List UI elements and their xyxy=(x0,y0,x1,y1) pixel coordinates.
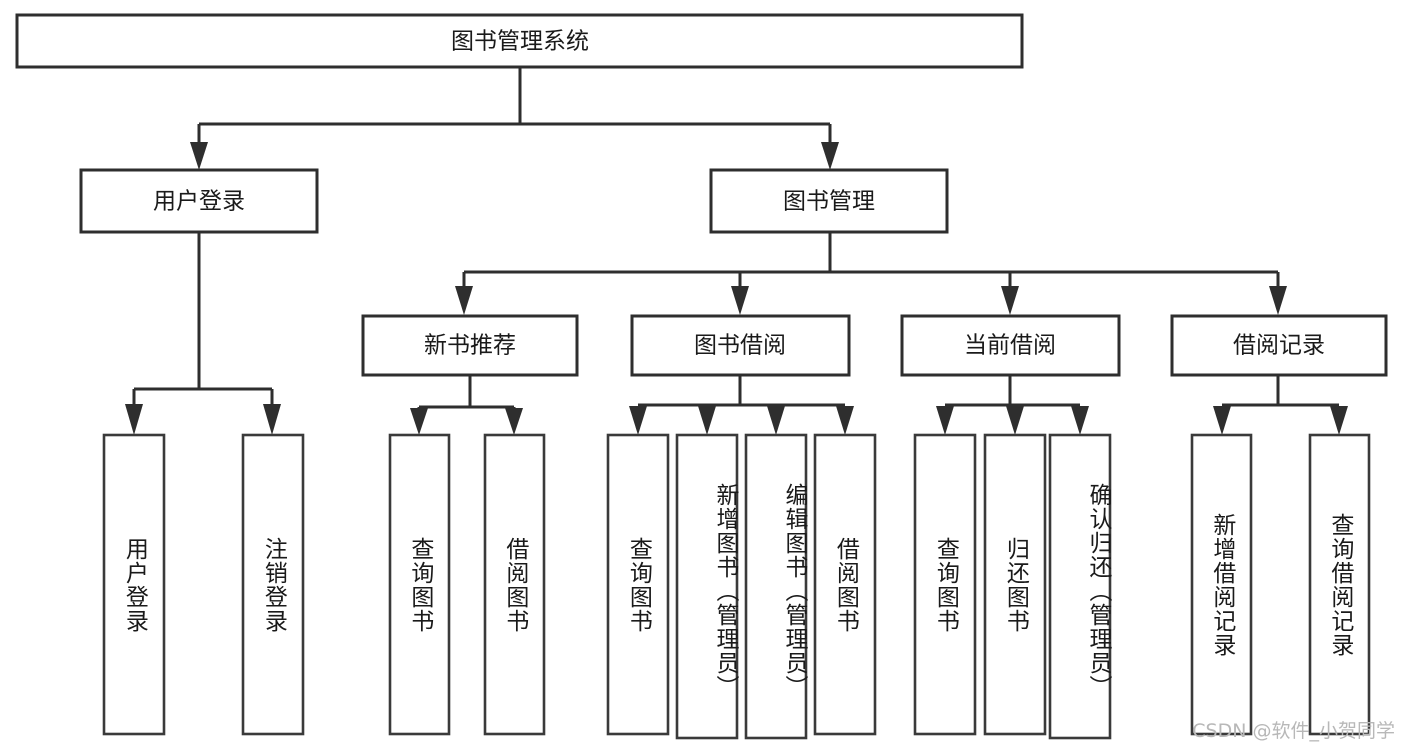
node-new-book-recommend[interactable] xyxy=(361,314,579,377)
node-leaf-return-book[interactable] xyxy=(983,433,1047,736)
node-leaf-confirm-return[interactable] xyxy=(1048,433,1112,740)
arrow-head-leaf-logout-login xyxy=(263,404,281,435)
arrow-head-user-login xyxy=(190,142,208,170)
arrow-head-leaf-query-book-borrow xyxy=(629,406,647,435)
arrow-head-new-book-recommend xyxy=(455,286,473,315)
connector-group-user-login xyxy=(125,232,281,435)
connector-group-borrow-record xyxy=(1213,375,1348,435)
node-leaf-logout-login[interactable] xyxy=(241,433,305,736)
arrow-head-book-management xyxy=(821,142,839,170)
node-current-borrow-label: 当前借阅 xyxy=(964,333,1056,359)
arrow-head-leaf-borrow-book-rec xyxy=(505,408,523,435)
arrow-head-leaf-add-record xyxy=(1213,406,1231,435)
node-leaf-borrow-book-rec[interactable] xyxy=(483,433,546,736)
arrow-head-book-borrow xyxy=(731,286,749,315)
node-book-management[interactable] xyxy=(709,168,949,234)
connector-group-book-management xyxy=(455,232,1287,315)
node-leaf-user-login[interactable] xyxy=(102,433,166,736)
connector-group-new-book-recommend xyxy=(410,375,523,435)
arrow-head-leaf-add-book xyxy=(698,406,716,435)
arrow-head-leaf-user-login xyxy=(125,404,143,435)
connector-group-book-borrow xyxy=(629,375,854,435)
arrow-head-leaf-query-record xyxy=(1330,406,1348,435)
node-root[interactable] xyxy=(15,13,1024,69)
node-user-login-label: 用户登录 xyxy=(153,189,245,215)
node-leaf-query-book-borrow[interactable] xyxy=(606,433,670,736)
arrow-head-current-borrow xyxy=(1001,286,1019,315)
node-borrow-record[interactable] xyxy=(1170,314,1388,377)
arrow-head-leaf-confirm-return xyxy=(1071,406,1089,435)
node-borrow-record-label: 借阅记录 xyxy=(1233,333,1325,359)
node-leaf-add-record[interactable] xyxy=(1190,433,1253,736)
node-leaf-query-book-rec[interactable] xyxy=(388,433,451,736)
node-root-label: 图书管理系统 xyxy=(451,29,589,55)
arrow-head-borrow-record xyxy=(1269,286,1287,315)
arrow-head-leaf-query-book-rec xyxy=(410,408,428,435)
node-leaf-edit-book[interactable] xyxy=(744,433,808,740)
arrow-head-leaf-return-book xyxy=(1006,406,1024,435)
node-book-borrow[interactable] xyxy=(630,314,851,377)
node-leaf-query-book-cur[interactable] xyxy=(913,433,977,736)
node-leaf-query-record[interactable] xyxy=(1308,433,1371,736)
arrow-head-leaf-edit-book xyxy=(767,406,785,435)
node-leaf-borrow-book[interactable] xyxy=(813,433,877,736)
node-leaf-add-book[interactable] xyxy=(675,433,739,740)
node-book-borrow-label: 图书借阅 xyxy=(694,333,786,359)
connector-group-root xyxy=(190,67,839,170)
connector-group-current-borrow xyxy=(936,375,1089,435)
node-book-management-label: 图书管理 xyxy=(783,189,875,215)
watermark: CSDN @软件_小贺同学 xyxy=(1192,720,1395,742)
arrow-head-leaf-borrow-book xyxy=(836,406,854,435)
node-new-book-recommend-label: 新书推荐 xyxy=(424,333,516,359)
arrow-head-leaf-query-book-cur xyxy=(936,406,954,435)
node-user-login[interactable] xyxy=(79,168,319,234)
node-current-borrow[interactable] xyxy=(900,314,1121,377)
